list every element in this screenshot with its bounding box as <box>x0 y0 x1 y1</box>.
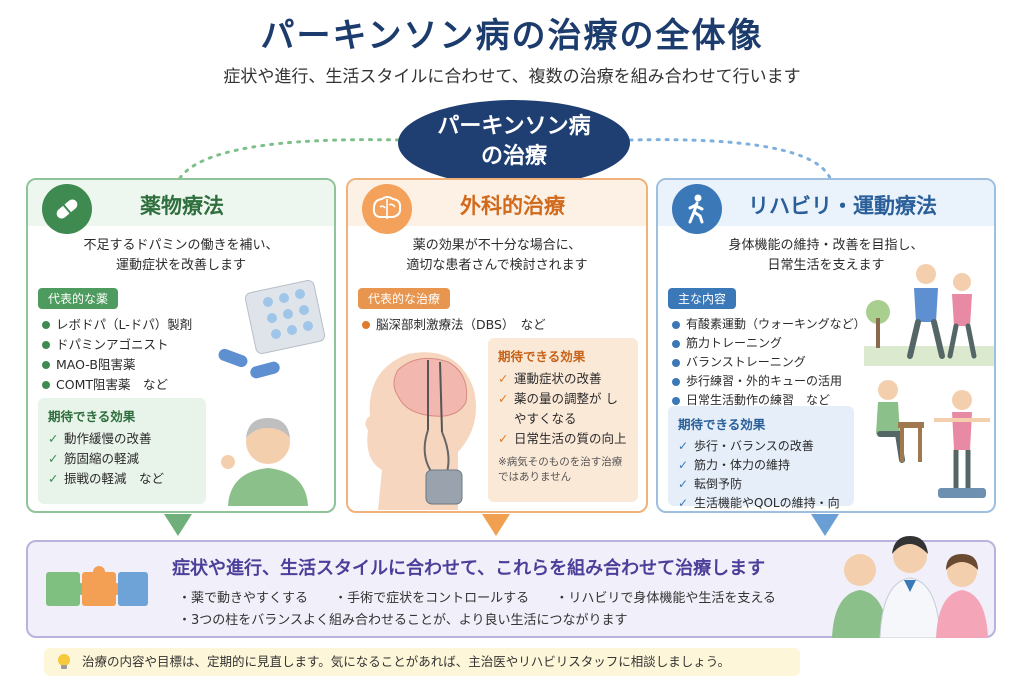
summary-points: ・薬で動きやすくする ・手術で症状をコントロールする ・リハビリで身体機能や生活… <box>178 588 798 632</box>
puzzle-icon <box>46 566 148 606</box>
surgery-effects: 期待できる効果 運動症状の改善 薬の量の調整が しやすくなる 日常生活の質の向上… <box>488 338 638 502</box>
tip-text: 治療の内容や目標は、定期的に見直します。気になることがあれば、主治医やリハビリス… <box>82 654 731 669</box>
arrow-down-icon <box>164 514 192 536</box>
list-item: COMT阻害薬 など <box>42 375 334 395</box>
effect-item: 生活機能やQOLの維持・向上 <box>678 494 844 511</box>
elderly-man-illustration <box>221 418 308 506</box>
effect-item: 日常生活の質の向上 <box>498 429 628 449</box>
effect-item: 運動症状の改善 <box>498 369 628 389</box>
rehab-effect-title: 期待できる効果 <box>678 417 766 432</box>
medication-list: レボドパ（L-ドパ）製剤 ドパミンアゴニスト MAO-B阻害薬 COMT阻害薬 … <box>42 315 334 395</box>
surgery-effect-title: 期待できる効果 <box>498 349 586 364</box>
medication-title: 薬物療法 <box>140 194 224 218</box>
rehab-list: 有酸素運動（ウォーキングなど） 筋力トレーニング バランストレーニング 歩行練習… <box>672 315 994 410</box>
summary-point: ・手術で症状をコントロールする <box>334 591 530 606</box>
surgery-lead-1: 薬の効果が不十分な場合に、 <box>412 238 582 253</box>
rehab-effects: 期待できる効果 歩行・バランスの改善 筋力・体力の維持 転倒予防 生活機能やQO… <box>668 406 854 511</box>
medication-tag: 代表的な薬 <box>38 288 119 309</box>
care-team-illustration <box>832 536 988 638</box>
hub-line-2: の治療 <box>480 144 547 169</box>
surgery-card: 外科的治療 薬の効果が不十分な場合に、 適切な患者さんで検討されます 代表的な治… <box>346 178 648 513</box>
list-item: レボドパ（L-ドパ）製剤 <box>42 315 334 335</box>
list-item: 有酸素運動（ウォーキングなど） <box>672 315 994 334</box>
walking-couple-illustration <box>864 264 994 366</box>
hub-line-1: パーキンソン病 <box>437 114 591 139</box>
effect-item: 歩行・バランスの改善 <box>678 437 844 456</box>
summary-panel: 症状や進行、生活スタイルに合わせて、これらを組み合わせて治療します ・薬で動きや… <box>26 536 996 638</box>
medication-lead: 不足するドパミンの働きを補い、 運動症状を改善します <box>28 236 334 276</box>
effect-item: 振戦の軽減 など <box>48 469 196 489</box>
list-item: MAO-B阻害薬 <box>42 355 334 375</box>
arrow-down-icon <box>811 514 839 536</box>
medication-effect-title: 期待できる効果 <box>48 409 136 424</box>
list-item: 筋力トレーニング <box>672 334 994 353</box>
list-item: 歩行練習・外的キューの活用 <box>672 372 994 391</box>
exercise-illustration <box>876 380 990 498</box>
summary-point: ・3つの柱をバランスよく組み合わせることが、より良い生活につながります <box>178 613 628 628</box>
surgery-list: 脳深部刺激療法（DBS） など <box>362 315 646 335</box>
pill-blister-illustration <box>218 280 326 379</box>
connector-dots <box>178 138 832 180</box>
walking-person-icon <box>672 184 722 234</box>
center-hub: パーキンソン病 の治療 <box>398 100 630 186</box>
summary-point: ・薬で動きやすくする <box>178 591 309 606</box>
summary-point: ・リハビリで身体機能や生活を支える <box>555 591 776 606</box>
medication-card: 薬物療法 不足するドパミンの働きを補い、 運動症状を改善します 代表的な薬 レボ… <box>26 178 336 513</box>
surgery-title: 外科的治療 <box>460 194 565 218</box>
effect-item: 動作緩慢の改善 <box>48 429 196 449</box>
surgery-tag: 代表的な治療 <box>358 288 451 309</box>
list-item: バランストレーニング <box>672 353 994 372</box>
medication-effects: 期待できる効果 動作緩慢の改善 筋固縮の軽減 振戦の軽減 など <box>38 398 206 504</box>
medication-card-header: 薬物療法 <box>28 180 334 234</box>
page-subtitle: 症状や進行、生活スタイルに合わせて、複数の治療を組み合わせて行います <box>223 67 801 87</box>
effect-item: 筋力・体力の維持 <box>678 456 844 475</box>
arrow-down-icon <box>482 514 510 536</box>
surgery-lead: 薬の効果が不十分な場合に、 適切な患者さんで検討されます <box>348 236 646 276</box>
medication-lead-1: 不足するドパミンの働きを補い、 <box>83 238 279 253</box>
rehab-lead-2: 日常生活を支えます <box>767 258 885 273</box>
effect-item: 筋固縮の軽減 <box>48 449 196 469</box>
surgery-card-header: 外科的治療 <box>348 180 646 234</box>
surgery-note: ※病気そのものを治す治療ではありません <box>498 456 623 483</box>
rehab-title: リハビリ・運動療法 <box>748 194 937 218</box>
brain-icon <box>362 184 412 234</box>
page-title: パーキンソン病の治療の全体像 <box>260 16 764 56</box>
medication-lead-2: 運動症状を改善します <box>115 258 246 273</box>
list-item: 日常生活動作の練習 など <box>672 391 994 410</box>
summary-heading: 症状や進行、生活スタイルに合わせて、これらを組み合わせて治療します <box>172 558 766 579</box>
surgery-lead-2: 適切な患者さんで検討されます <box>406 258 588 273</box>
rehab-card-header: リハビリ・運動療法 <box>658 180 994 234</box>
tip-box: 治療の内容や目標は、定期的に見直します。気になることがあれば、主治医やリハビリス… <box>44 648 800 676</box>
lightbulb-icon <box>58 654 70 669</box>
rehab-lead-1: 身体機能の維持・改善を目指し、 <box>728 238 924 253</box>
effect-item: 転倒予防 <box>678 475 844 494</box>
rehab-lead: 身体機能の維持・改善を目指し、 日常生活を支えます <box>658 236 994 276</box>
capsule-icon <box>42 184 92 234</box>
effect-item: 薬の量の調整が しやすくなる <box>498 389 628 429</box>
rehab-card: リハビリ・運動療法 身体機能の維持・改善を目指し、 日常生活を支えます 主な内容… <box>656 178 996 513</box>
list-item: ドパミンアゴニスト <box>42 335 334 355</box>
dbs-head-illustration <box>365 352 476 510</box>
list-item: 脳深部刺激療法（DBS） など <box>362 315 646 335</box>
rehab-tag: 主な内容 <box>668 288 737 309</box>
